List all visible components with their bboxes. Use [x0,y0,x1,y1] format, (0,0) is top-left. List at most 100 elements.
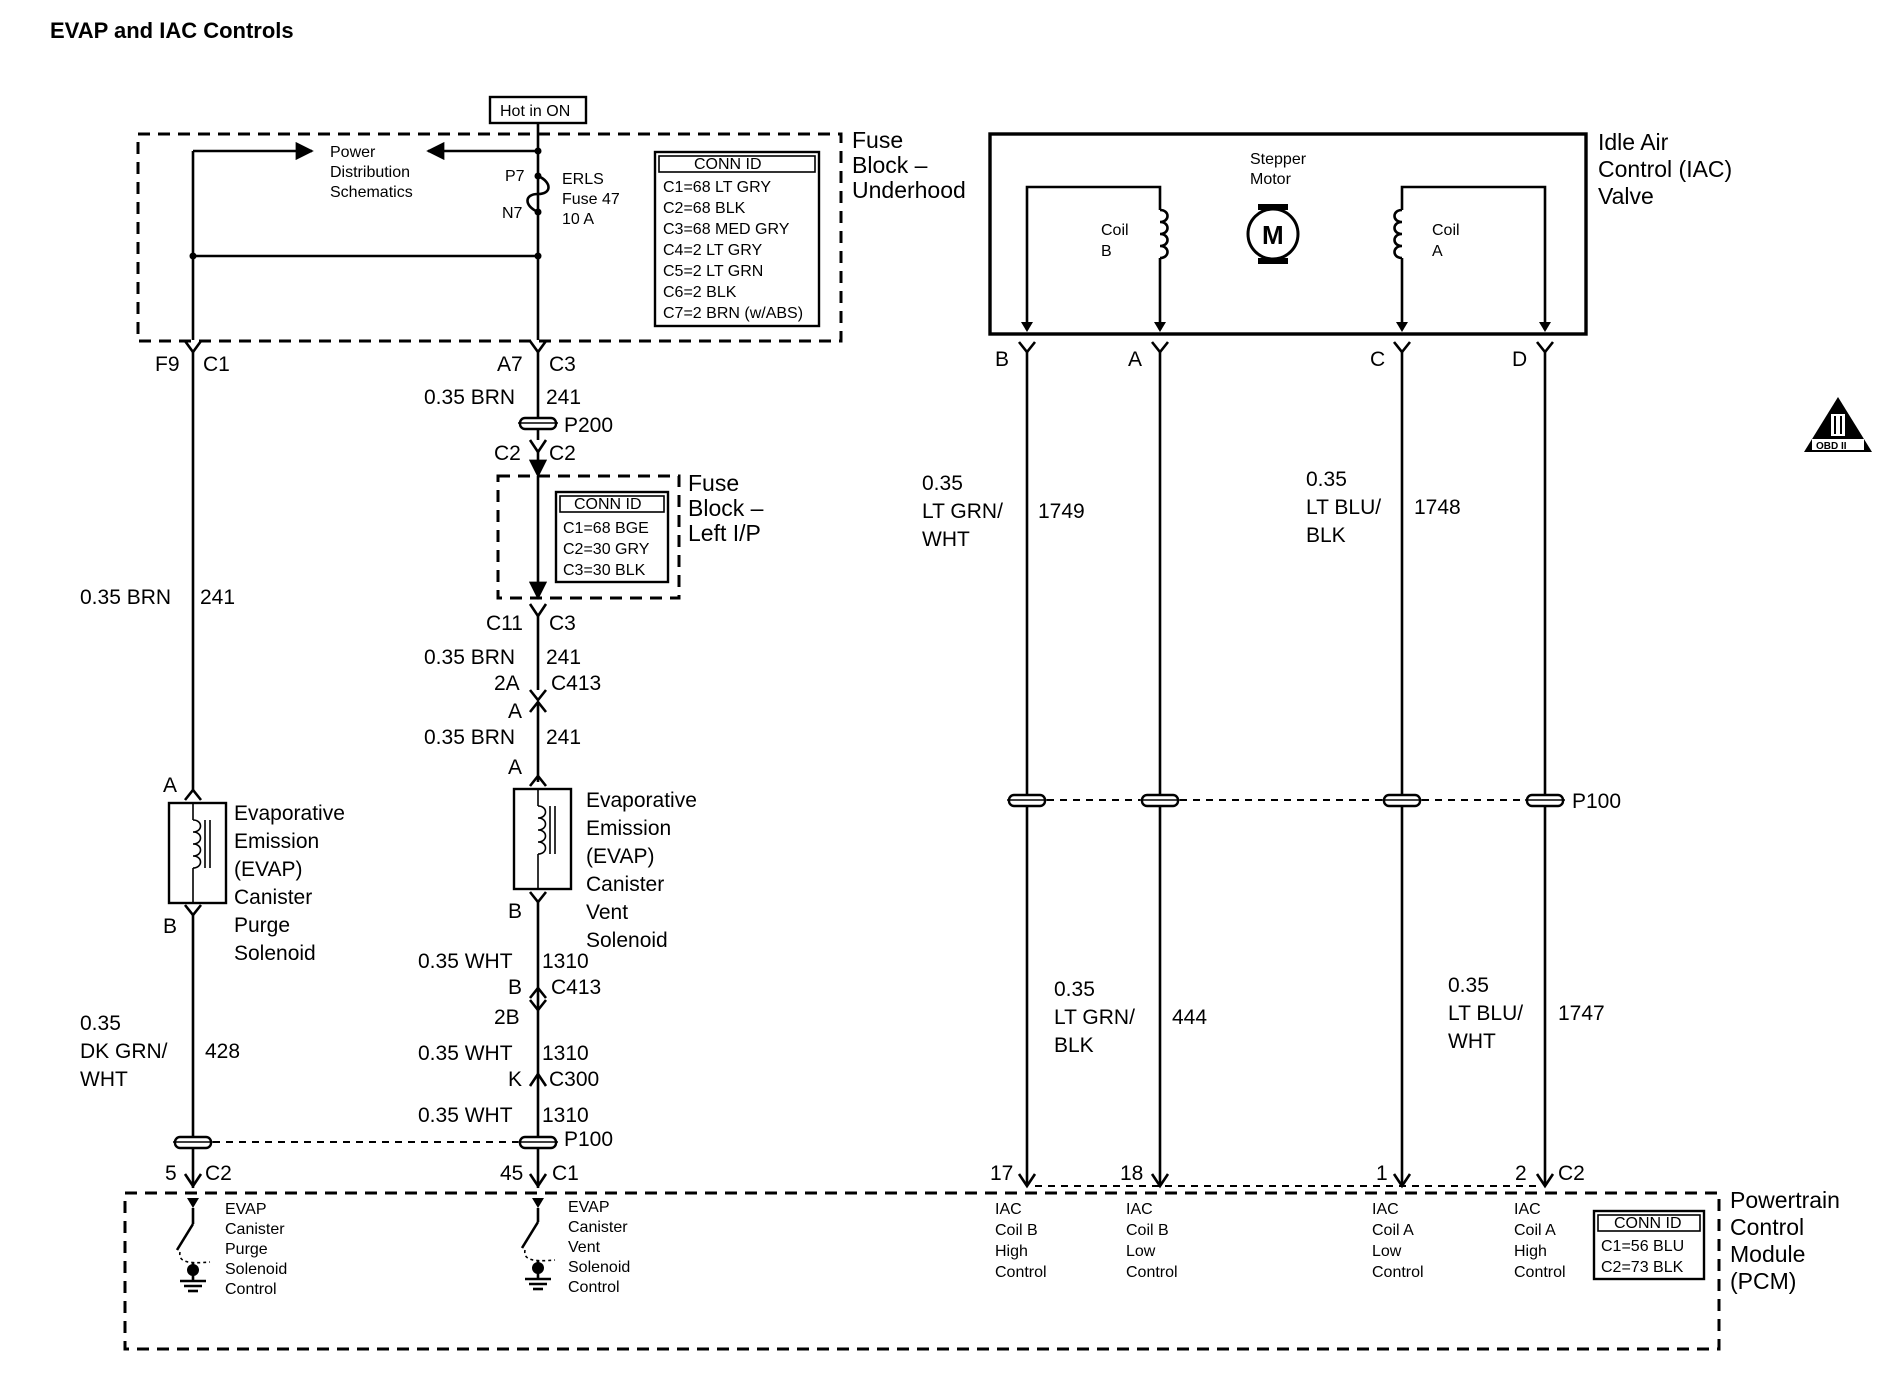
pcm-iac-label: Control [1514,1264,1566,1281]
purge-solenoid-icon [167,801,228,905]
wire-gauge: 0.35 WHT [418,1104,513,1127]
iac-wires: B A C D 0.35 LT GRN/ WHT 1749 0.35 LT BL… [922,341,1621,1189]
conn-id-underhood [653,150,821,328]
solenoid-pin: A [163,774,177,797]
pcm-purge-label: Control [225,1281,277,1298]
connector-id: C413 [551,976,601,999]
pcm-connector: C2 [205,1162,232,1185]
wire-gauge: BLK [1306,524,1346,547]
wire-gauge: 0.35 BRN [424,726,515,749]
circuit-number: 1747 [1558,1002,1605,1025]
pcm-pin: 17 [990,1162,1013,1185]
splice-p100-icon [173,1135,558,1150]
circuit-number: 1748 [1414,496,1461,519]
fuse-label-2: Fuse 47 [562,191,620,208]
splice-p100-iac-icon [1007,793,1565,808]
purge-solenoid-label: Emission [234,830,319,853]
connector-pin: 2A [494,672,520,695]
solenoid-pin: A [508,756,522,779]
obd-label: OBD II [1816,441,1847,452]
pcm-vent-label: Canister [568,1219,628,1236]
conn-row: C3=30 BLK [563,562,646,579]
connector-pin: B [508,976,522,999]
pcm-pin: 1 [1376,1162,1388,1185]
fuse-block-left-ip [496,474,681,600]
iac-label: Control (IAC) [1598,156,1732,182]
pcm-connector: C1 [552,1162,579,1185]
splice-label: P200 [564,414,613,437]
fuse-block-underhood: Hot in ON Power Distribution Schematics … [136,95,966,343]
pcm-purge-label: Purge [225,1241,268,1258]
vent-solenoid-label: (EVAP) [586,845,654,868]
pcm-iac-label: IAC [995,1201,1022,1218]
circuit-number: 1749 [1038,500,1085,523]
circuit-number: 1310 [542,950,589,973]
pcm-iac-label: Low [1372,1243,1402,1260]
wire-gauge: 0.35 [1306,468,1347,491]
pcm-iac-label: IAC [1126,1201,1153,1218]
conn-row: C7=2 BRN (w/ABS) [663,305,803,322]
pcm-iac-label: Control [995,1264,1047,1281]
pcm-pin: 2 [1515,1162,1527,1185]
wire-gauge: 0.35 BRN [424,646,515,669]
pcm: EVAP Canister Purge Solenoid Control EVA… [123,1187,1840,1351]
pcm-iac-label: Coil A [1514,1222,1556,1239]
pcm-vent-label: Solenoid [568,1259,630,1276]
vent-solenoid-label: Emission [586,817,671,840]
circuit-number: 444 [1172,1006,1207,1029]
conn-id-pcm [1592,1209,1706,1281]
pcm-connector: C2 [1558,1162,1585,1185]
conn-row: C2=73 BLK [1601,1259,1684,1276]
wire-gauge: LT GRN/ [1054,1006,1135,1029]
wire-gauge: WHT [922,528,970,551]
pcm-purge-label: EVAP [225,1201,267,1218]
splice-label: P100 [564,1128,613,1151]
vent-solenoid-label: Evaporative [586,789,697,812]
connector-id: C3 [549,612,576,635]
power-dist-line-1: Power [330,144,376,161]
connector-pin: A [508,700,522,723]
fuse-block-underhood-label: Underhood [852,177,966,203]
wire-gauge: LT BLU/ [1306,496,1381,519]
wire-gauge: 0.35 WHT [418,950,513,973]
iac-label: Idle Air [1598,129,1669,155]
wire-gauge: LT GRN/ [922,500,1003,523]
vent-branch: A7 C3 0.35 BRN 241 P200 C2 C2 CONN ID C1… [173,340,764,1189]
coil-a-label: A [1432,243,1443,260]
pcm-iac-label: Control [1126,1264,1178,1281]
circuit-number: 241 [546,726,581,749]
conn-row: C3=68 MED GRY [663,221,790,238]
coil-a-label: Coil [1432,222,1460,239]
wire-gauge: 0.35 BRN [80,586,171,609]
pcm-iac-label: Coil B [995,1222,1038,1239]
coil-b-label: B [1101,243,1112,260]
vent-solenoid-label: Canister [586,873,664,896]
conn-row: C1=56 BLU [1601,1238,1684,1255]
conn-row: C4=2 LT GRY [663,242,762,259]
pcm-pin: 5 [165,1162,177,1185]
pcm-iac-label: High [1514,1243,1547,1260]
pcm-iac-label: Coil B [1126,1222,1169,1239]
stepper-motor-label: Motor [1250,171,1292,188]
pcm-vent-label: Control [568,1279,620,1296]
connector-id: C2 [549,442,576,465]
conn-row: C6=2 BLK [663,284,737,301]
wire-gauge: 0.35 BRN [424,386,515,409]
fuse-label-3: 10 A [562,211,594,228]
iac-pin: C [1370,348,1385,371]
power-dist-line-2: Distribution [330,164,410,181]
coil-b-label: Coil [1101,222,1129,239]
fuse-label-1: ERLS [562,171,604,188]
fuse-block-underhood-label: Fuse [852,127,903,153]
conn-row: C2=30 GRY [563,541,650,558]
connector-id: C11 [486,612,523,635]
power-dist-line-3: Schematics [330,184,413,201]
wire-gauge: BLK [1054,1034,1094,1057]
connector-id: C1 [203,353,230,376]
pcm-pin: 18 [1120,1162,1143,1185]
connector-pin: A7 [497,353,523,376]
motor-symbol: M [1262,220,1284,250]
hot-in-on-label: Hot in ON [500,103,570,120]
fuse-block-left-ip-label: Left I/P [688,520,761,546]
